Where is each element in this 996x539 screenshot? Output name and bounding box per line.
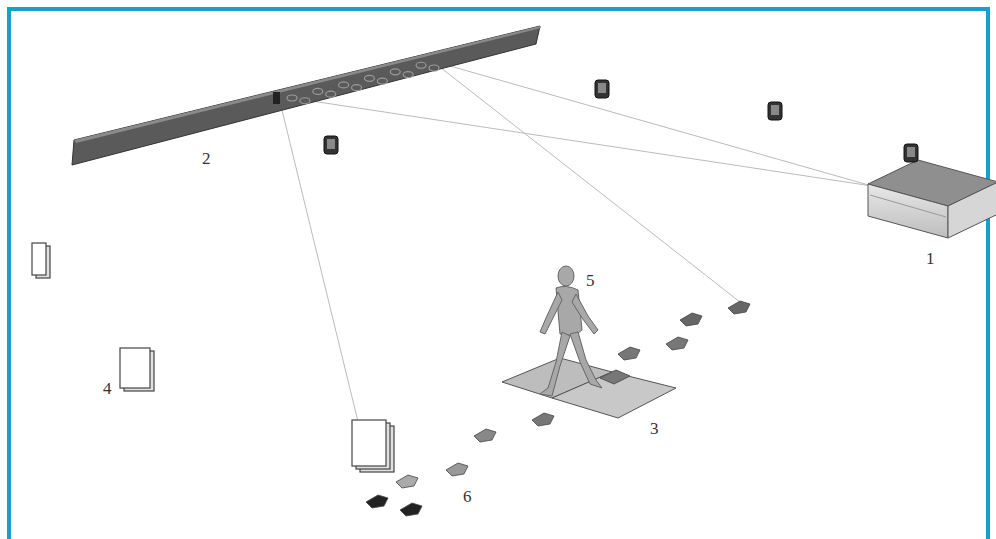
speaker-unit xyxy=(904,144,918,162)
frame-border xyxy=(9,9,988,539)
callout-number: 5 xyxy=(586,272,595,289)
speaker-unit xyxy=(324,136,338,154)
speaker-unit xyxy=(120,348,150,388)
screen-hole xyxy=(403,72,413,78)
screen-hole xyxy=(326,91,336,97)
footprint xyxy=(400,503,422,516)
footprints xyxy=(366,301,750,516)
callout-number: 1 xyxy=(926,250,935,267)
callout-number: 3 xyxy=(650,420,659,437)
screen-hole xyxy=(429,65,439,71)
screen-holes xyxy=(287,62,439,103)
speaker-grill xyxy=(907,147,915,157)
screen-hole xyxy=(352,85,362,91)
speaker-grill xyxy=(598,83,606,93)
footprint xyxy=(666,337,688,350)
callout-number: 2 xyxy=(202,150,211,167)
footprint xyxy=(474,429,496,442)
speaker-unit xyxy=(352,420,386,466)
footprint xyxy=(680,313,702,326)
person-figure xyxy=(540,266,602,396)
footprint xyxy=(618,347,640,360)
projection-lines xyxy=(280,62,872,438)
footprint xyxy=(446,463,468,476)
projector-box xyxy=(868,160,996,238)
footprint xyxy=(396,475,418,488)
sensor xyxy=(273,92,280,104)
footprint xyxy=(728,301,750,314)
screen-hole xyxy=(390,69,400,75)
callout-number: 6 xyxy=(463,488,472,505)
screen-hole xyxy=(339,82,349,88)
screen-hole xyxy=(313,88,323,94)
screen-hole xyxy=(416,62,426,68)
speaker-unit xyxy=(595,80,609,98)
callout-number: 4 xyxy=(103,380,112,397)
speaker-unit xyxy=(768,102,782,120)
speaker-grill xyxy=(327,139,335,149)
speaker-unit xyxy=(32,243,46,275)
screen-hole xyxy=(300,98,310,104)
footprint xyxy=(366,495,388,508)
screen-hole xyxy=(287,95,297,101)
screen-bar xyxy=(72,26,541,165)
screen-hole xyxy=(377,78,387,84)
speaker-units xyxy=(32,80,918,472)
screen-hole xyxy=(364,75,374,81)
speaker-grill xyxy=(771,105,779,115)
footprint xyxy=(532,413,554,426)
